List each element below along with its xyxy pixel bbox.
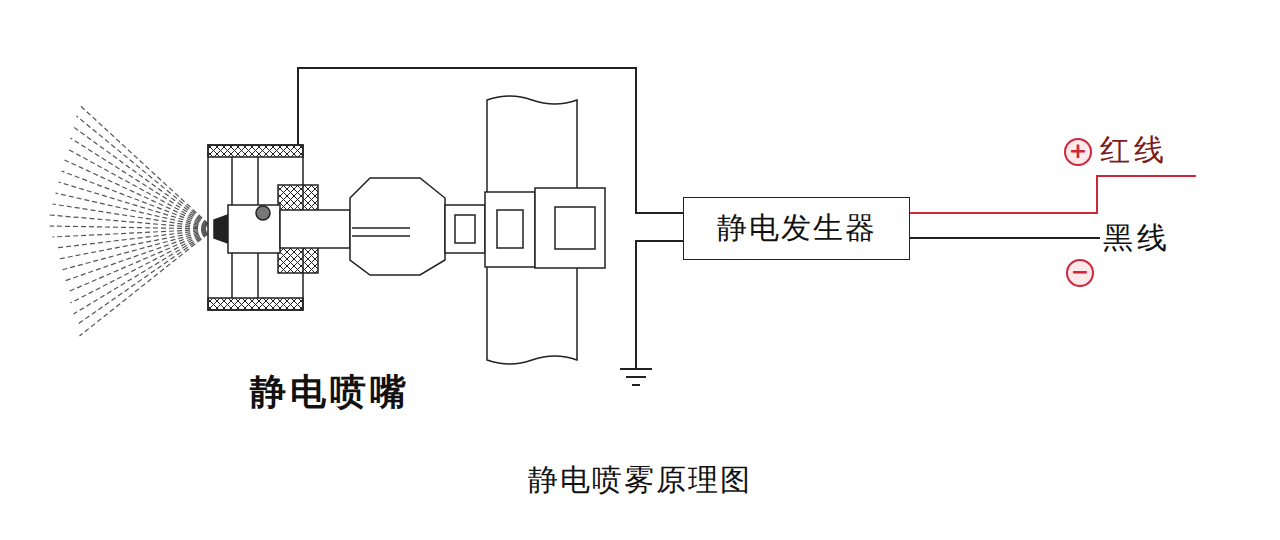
generator-box: 静电发生器: [683, 197, 910, 260]
spray-stroke: [62, 229, 215, 270]
ground-symbol: [620, 369, 652, 385]
spray-stroke: [50, 226, 215, 229]
spray-stroke: [56, 193, 215, 229]
spray-stroke: [50, 215, 215, 229]
spray-stroke: [77, 229, 215, 325]
wire-label: 红线: [1100, 133, 1168, 166]
node-text: 静电发生器: [717, 208, 877, 249]
spray-stroke: [65, 229, 215, 281]
caption: 静电喷雾原理图: [0, 463, 1280, 496]
spray-stroke: [53, 204, 215, 229]
spray-stroke: [74, 229, 215, 314]
spray-stroke: [68, 149, 215, 229]
nozzle: [208, 145, 485, 310]
spray-stroke: [74, 127, 215, 229]
spray-stroke: [77, 116, 215, 229]
polarity-sign: −: [1066, 259, 1094, 287]
spray-stroke: [59, 182, 215, 229]
wall-pipe: [485, 96, 605, 364]
wire-label: 黑线: [1103, 221, 1171, 254]
spray-stroke: [68, 229, 215, 292]
spray-stroke: [80, 229, 215, 336]
spray-stroke: [59, 229, 215, 259]
part-label: 静电喷嘴: [250, 372, 410, 412]
spray-stroke: [71, 138, 215, 229]
spray-stroke: [71, 229, 215, 303]
spray-stroke: [65, 160, 215, 229]
wires: [298, 68, 1196, 368]
polarity-sign: +: [1064, 138, 1092, 166]
spray-cone: [50, 105, 215, 336]
